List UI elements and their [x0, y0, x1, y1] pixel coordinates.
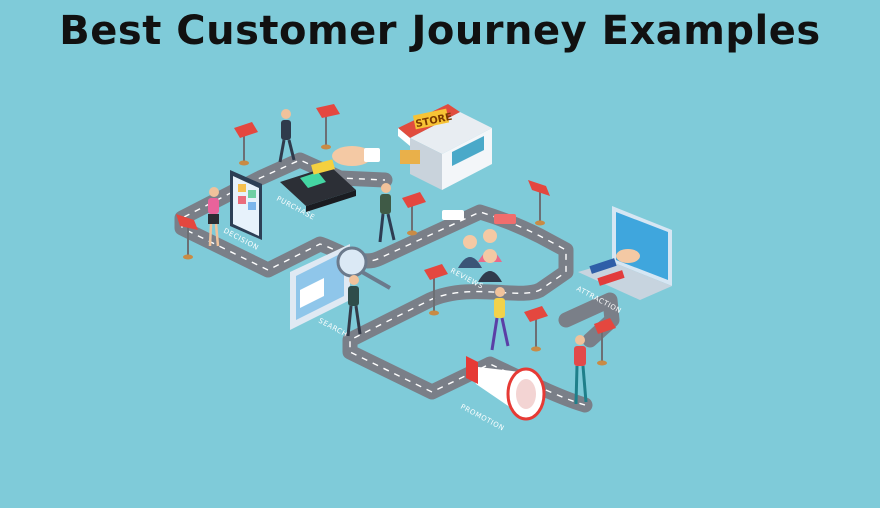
- store-building-icon: STORE: [398, 104, 492, 190]
- signpost-icon: [316, 104, 340, 150]
- page-title: Best Customer Journey Examples: [59, 8, 821, 54]
- hand-card-icon: [332, 146, 380, 166]
- signpost-icon: [402, 192, 426, 236]
- decision-tablet-icon: [230, 170, 262, 240]
- signpost-icon: [234, 122, 258, 166]
- signpost-icon: [594, 318, 616, 366]
- laptop-icon: [578, 206, 672, 300]
- road-label-promotion: PROMOTION: [459, 403, 506, 433]
- signposts: [176, 104, 616, 366]
- signpost-icon: [176, 214, 198, 260]
- person-walking-icon: [278, 109, 296, 163]
- person-walking-icon: [208, 187, 220, 247]
- person-walking-icon: [490, 287, 510, 351]
- person-walking-icon: [346, 275, 362, 337]
- road-label-search: SEARCH: [317, 317, 349, 339]
- megaphone-icon: [466, 356, 546, 421]
- person-walking-icon: [574, 335, 588, 405]
- payment-terminal-icon: [280, 159, 356, 212]
- signpost-icon: [524, 306, 548, 352]
- search-screen-icon: [290, 244, 391, 330]
- signpost-icon: [424, 264, 448, 316]
- person-walking-icon: [378, 183, 396, 243]
- reviews-people-icon: [442, 210, 516, 282]
- signpost-icon: [528, 180, 550, 226]
